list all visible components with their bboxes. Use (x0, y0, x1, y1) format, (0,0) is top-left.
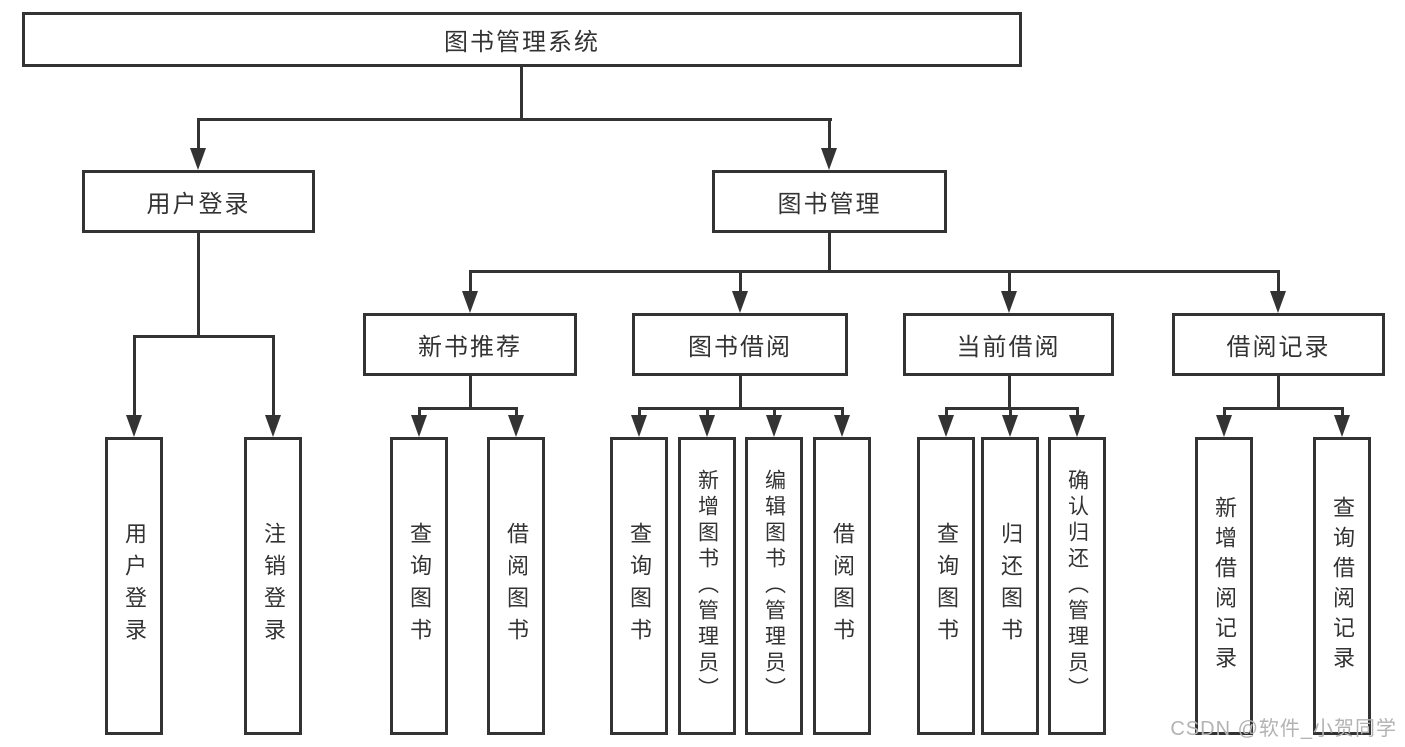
connector-line (706, 407, 709, 420)
leaf-label: 注销登录 (261, 522, 286, 650)
leaf-confirm-return-admin: 确认归还（管理员） (1048, 437, 1106, 735)
arrowhead-down-icon (938, 415, 954, 437)
connector-line (515, 407, 518, 420)
arrowhead-down-icon (462, 291, 478, 313)
connector-line (469, 270, 1280, 273)
arrowhead-down-icon (126, 415, 142, 437)
leaf-label: 归还图书 (998, 522, 1023, 650)
connector-line (638, 407, 641, 420)
arrowhead-down-icon (1270, 291, 1286, 313)
arrowhead-down-icon (732, 291, 748, 313)
connector-line (1277, 270, 1280, 293)
connector-line (469, 376, 472, 407)
connector-line (469, 270, 472, 293)
leaf-label: 用户登录 (122, 522, 147, 650)
connector-line (197, 233, 200, 335)
connector-line (1008, 376, 1011, 407)
leaf-label: 查询图书 (407, 522, 432, 650)
csdn-watermark: CSDN @软件_小贺同学 (1170, 718, 1397, 740)
node-borrowing-records: 借阅记录 (1172, 313, 1385, 376)
node-label: 借阅记录 (1226, 334, 1331, 361)
connector-line (520, 67, 523, 118)
node-book-borrowing: 图书借阅 (632, 313, 848, 376)
connector-line (739, 376, 742, 407)
node-label: 当前借阅 (956, 334, 1061, 361)
connector-line (272, 335, 275, 417)
arrowhead-down-icon (834, 415, 850, 437)
leaf-label: 新增图书（管理员） (695, 469, 719, 703)
leaf-query-books-recommend: 查询图书 (390, 437, 448, 735)
arrowhead-down-icon (1069, 415, 1085, 437)
connector-line (133, 335, 136, 417)
leaf-query-borrow-record: 查询借阅记录 (1313, 437, 1371, 735)
node-label: 图书管理系统 (444, 29, 600, 56)
connector-line (1223, 407, 1343, 410)
node-current-borrowing: 当前借阅 (903, 313, 1114, 376)
connector-line (1341, 407, 1344, 420)
connector-line (1009, 407, 1012, 420)
connector-line (1008, 270, 1011, 293)
leaf-label: 确认归还（管理员） (1065, 469, 1089, 703)
leaf-label: 查询图书 (627, 522, 652, 650)
leaf-edit-books-admin: 编辑图书（管理员） (745, 437, 803, 735)
leaf-label: 查询图书 (934, 522, 959, 650)
connector-line (1223, 407, 1226, 420)
leaf-logout: 注销登录 (244, 437, 302, 735)
connector-line (739, 270, 742, 293)
connector-line (945, 407, 948, 420)
arrowhead-down-icon (508, 415, 524, 437)
connector-line (418, 407, 421, 420)
connector-line (828, 118, 831, 150)
connector-line (828, 233, 831, 270)
arrowhead-down-icon (1002, 415, 1018, 437)
connector-line (1076, 407, 1079, 420)
leaf-user-login: 用户登录 (105, 437, 163, 735)
arrowhead-down-icon (265, 415, 281, 437)
connector-line (197, 118, 832, 121)
connector-line (638, 407, 843, 410)
leaf-query-books-current: 查询图书 (917, 437, 975, 735)
leaf-label: 查询借阅记录 (1330, 496, 1355, 676)
leaf-return-books: 归还图书 (981, 437, 1039, 735)
connector-line (773, 407, 776, 420)
connector-line (197, 118, 200, 150)
leaf-borrow-books-recommend: 借阅图书 (487, 437, 545, 735)
arrowhead-down-icon (411, 415, 427, 437)
node-label: 新书推荐 (418, 334, 522, 361)
connector-line (1277, 376, 1280, 407)
arrowhead-down-icon (1216, 415, 1232, 437)
leaf-label: 编辑图书（管理员） (762, 469, 786, 703)
arrowhead-down-icon (190, 148, 206, 170)
node-user-login: 用户登录 (82, 170, 315, 233)
leaf-label: 新增借阅记录 (1212, 496, 1237, 676)
node-book-management: 图书管理 (712, 170, 947, 233)
arrowhead-down-icon (699, 415, 715, 437)
leaf-add-borrow-record: 新增借阅记录 (1195, 437, 1253, 735)
leaf-label: 借阅图书 (830, 522, 855, 650)
connector-line (133, 335, 275, 338)
node-label: 用户登录 (146, 191, 251, 218)
node-label: 图书管理 (777, 191, 882, 218)
leaf-label: 借阅图书 (504, 522, 529, 650)
leaf-query-books-borrow: 查询图书 (610, 437, 668, 735)
arrowhead-down-icon (821, 148, 837, 170)
connector-line (418, 407, 518, 410)
node-new-book-recommendation: 新书推荐 (363, 313, 577, 376)
node-library-management-system: 图书管理系统 (22, 12, 1022, 67)
connector-line (841, 407, 844, 420)
leaf-add-books-admin: 新增图书（管理员） (678, 437, 736, 735)
arrowhead-down-icon (1001, 291, 1017, 313)
arrowhead-down-icon (631, 415, 647, 437)
leaf-borrow-books: 借阅图书 (813, 437, 871, 735)
arrowhead-down-icon (766, 415, 782, 437)
node-label: 图书借阅 (688, 334, 792, 361)
arrowhead-down-icon (1334, 415, 1350, 437)
